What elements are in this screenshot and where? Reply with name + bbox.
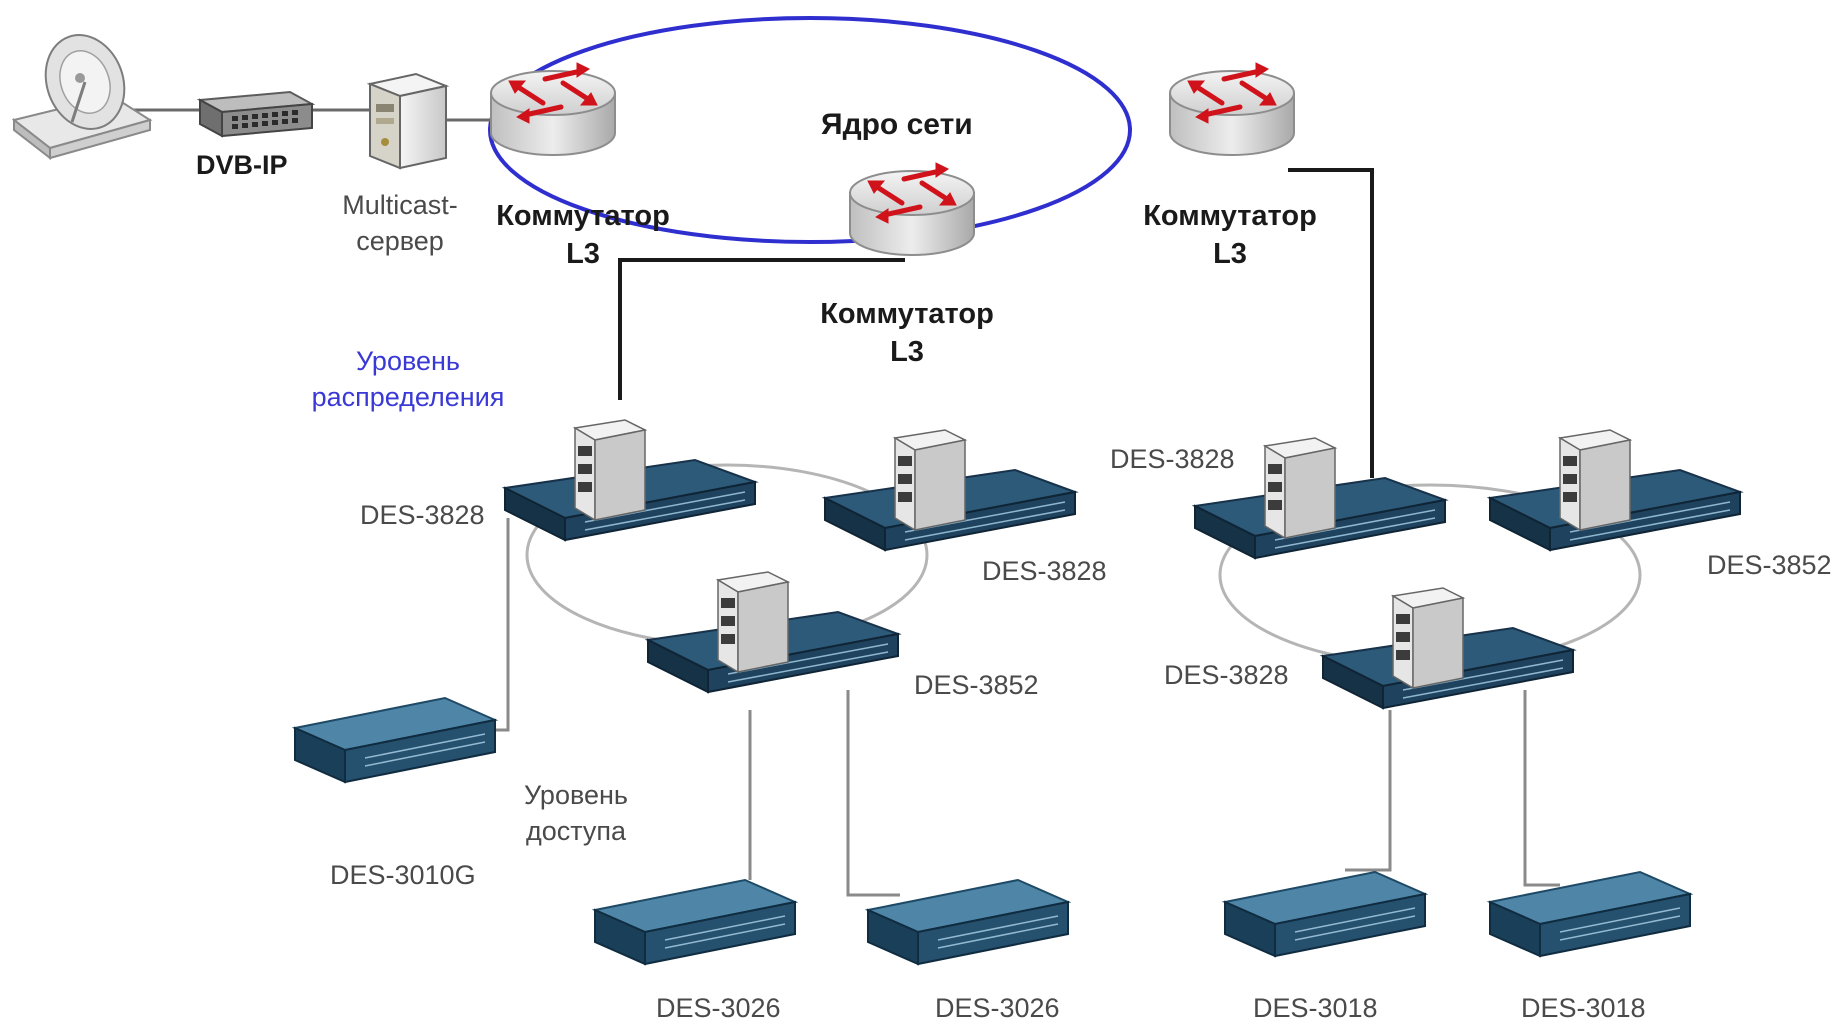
core-network-label: Ядро сети — [821, 108, 973, 141]
uplink-left — [618, 258, 905, 400]
switch-des3018-b-icon — [1489, 871, 1691, 957]
distribution-level-label-line2: распределения — [311, 382, 505, 412]
des3018-a-label: DES-3018 — [1253, 993, 1378, 1023]
switch-des3026-a-icon — [594, 879, 796, 965]
des3828-a-label: DES-3828 — [360, 500, 485, 530]
link-des3026-b — [846, 690, 900, 897]
l3-right-label-line2: L3 — [1213, 238, 1247, 270]
router-l3-center-icon — [850, 163, 974, 255]
switch-des3828-a-icon — [504, 419, 756, 541]
switch-des3026-b-icon — [867, 879, 1069, 965]
access-level-label-line1: Уровень — [523, 780, 629, 810]
switch-des3010g-icon — [294, 697, 496, 783]
dvb-ip-label: DVB-IP — [196, 150, 288, 180]
des3026-b-label: DES-3026 — [935, 993, 1060, 1023]
des3828-b-label: DES-3828 — [982, 556, 1107, 586]
des3852-a-label: DES-3852 — [914, 670, 1039, 700]
router-l3-left-icon — [491, 63, 615, 155]
router-l3-right-icon — [1170, 63, 1294, 155]
link-des3018-b — [1523, 690, 1560, 887]
link-des3010g — [475, 518, 510, 732]
l3-right-label-line1: Коммутатор — [1143, 200, 1317, 232]
multicast-server-label-line2: сервер — [356, 226, 444, 256]
des3018-b-label: DES-3018 — [1521, 993, 1646, 1023]
link-des3018-a — [1345, 710, 1392, 872]
satellite-dish-icon — [11, 34, 153, 161]
des3828-c-label: DES-3828 — [1110, 444, 1235, 474]
switch-des3852-b-icon — [1489, 429, 1741, 551]
l3-center-label-line2: L3 — [890, 336, 924, 368]
distribution-level-label-line1: Уровень — [355, 346, 461, 376]
l3-center-label-line1: Коммутатор — [820, 298, 994, 330]
access-level-label-line2: доступа — [525, 816, 627, 846]
switch-des3018-a-icon — [1224, 871, 1426, 957]
dvb-ip-device-icon — [196, 90, 316, 138]
des3026-a-label: DES-3026 — [656, 993, 781, 1023]
des3852-b-label: DES-3852 — [1707, 550, 1832, 580]
multicast-server-label-line1: Multicast- — [342, 190, 458, 220]
uplink-right — [1288, 168, 1374, 478]
des3828-d-label: DES-3828 — [1164, 660, 1289, 690]
l3-left-label-line2: L3 — [566, 238, 600, 270]
des3010g-label: DES-3010G — [330, 860, 476, 890]
multicast-server-icon — [366, 72, 450, 170]
switch-des3828-d-icon — [1322, 587, 1574, 709]
switch-des3852-a-icon — [647, 571, 899, 693]
l3-left-label-line1: Коммутатор — [496, 200, 670, 232]
